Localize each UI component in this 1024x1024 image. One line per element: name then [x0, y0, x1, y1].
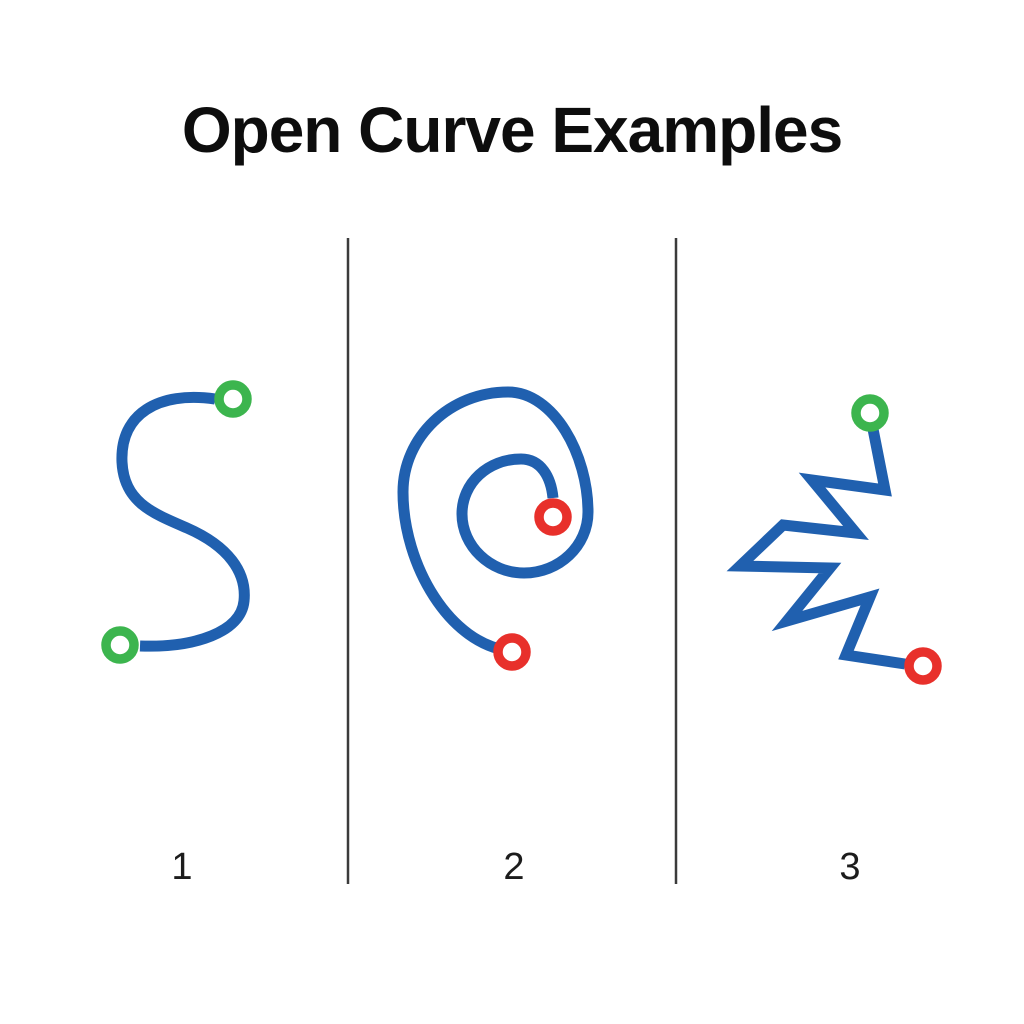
spiral-curve-path	[397, 386, 594, 657]
zigzag-curve-path	[726, 427, 906, 670]
s-curve-start-endpoint-marker	[214, 380, 252, 418]
panel-2-label: 2	[503, 846, 525, 888]
zigzag-end-endpoint-marker	[904, 647, 942, 685]
spiral-inner-endpoint-marker	[534, 498, 572, 536]
s-curve-end-endpoint-marker	[101, 626, 139, 664]
spiral-outer-endpoint-marker	[493, 633, 531, 671]
page-title: Open Curve Examples	[181, 94, 843, 166]
panel-1-label: 1	[171, 846, 193, 888]
s-curve-path	[116, 391, 250, 652]
zigzag-start-endpoint-marker	[851, 394, 889, 432]
panel-3-label: 3	[839, 846, 861, 888]
